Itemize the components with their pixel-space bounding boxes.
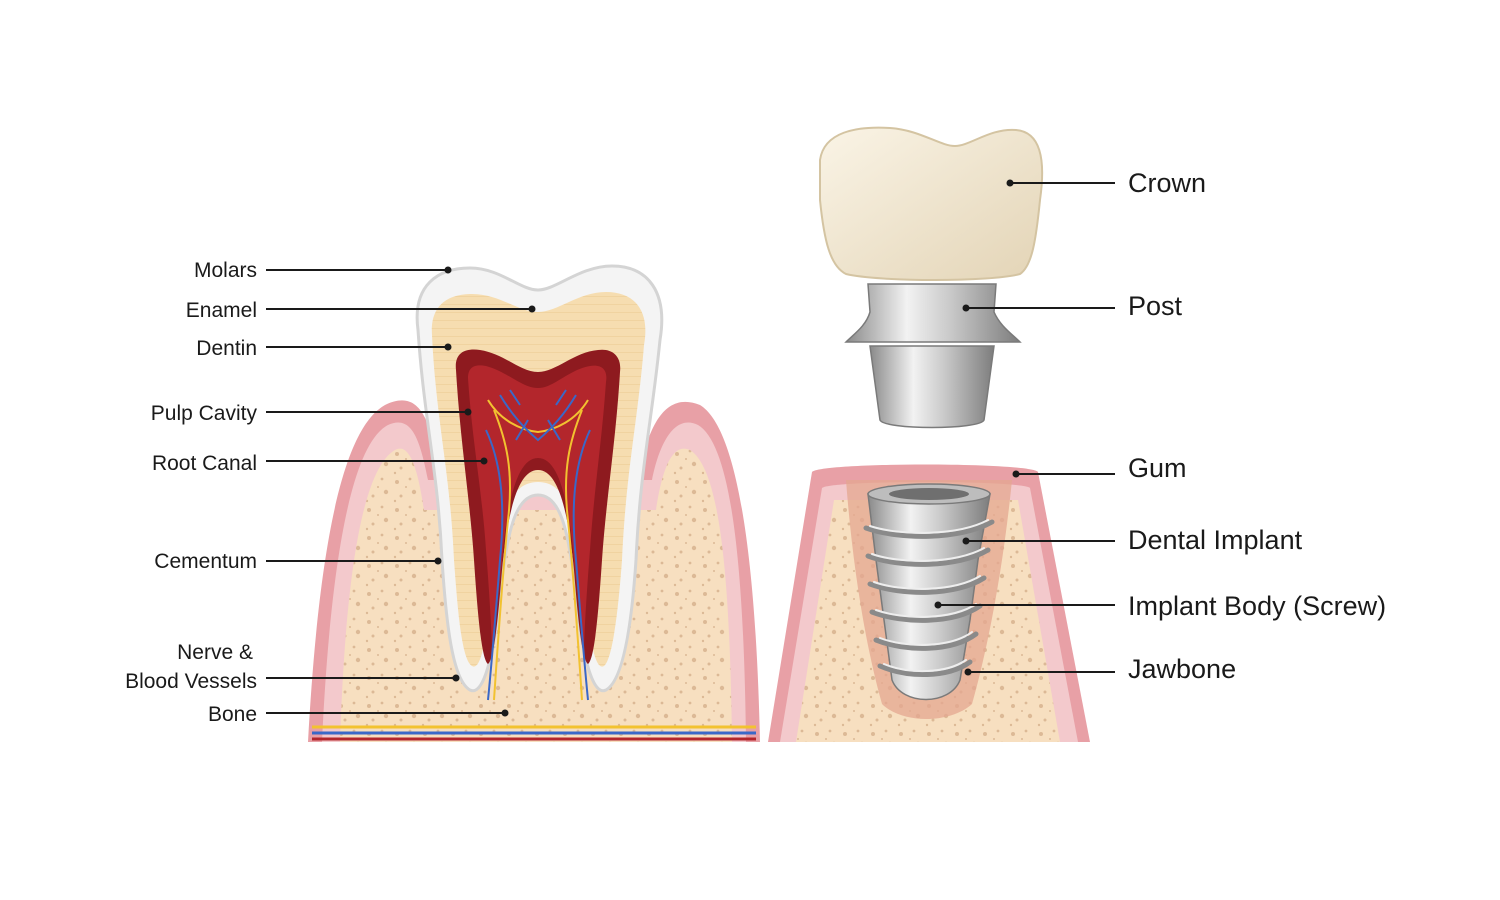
dental-implant-leader-dot <box>962 537 970 545</box>
label-enamel: Enamel <box>186 299 257 322</box>
implant-labels: Crown Post Gum Dental Implant Implant Bo… <box>1128 168 1386 684</box>
label-gum: Gum <box>1128 453 1187 483</box>
root-canal-leader-dot <box>480 457 488 465</box>
implant-illustration <box>768 126 1090 742</box>
label-bone: Bone <box>208 703 257 726</box>
cementum-leader-dot <box>434 557 442 565</box>
tooth-leader-lines <box>266 266 536 717</box>
crown-leader-dot <box>1006 179 1014 187</box>
implant-crown <box>819 126 1044 281</box>
natural-tooth-illustration <box>308 264 760 742</box>
label-dental-implant: Dental Implant <box>1128 525 1303 555</box>
implant-screw-thread-highlights <box>869 519 989 672</box>
tooth-nerves <box>485 389 591 701</box>
implant-screw-threads <box>863 519 995 677</box>
implant-screw-hole <box>889 488 969 500</box>
post-leader-dot <box>962 304 970 312</box>
implant-post <box>844 283 1022 343</box>
dentin-leader-dot <box>444 343 452 351</box>
gum-leader-dot <box>1012 470 1020 478</box>
implant-leader-lines <box>934 179 1115 676</box>
label-molars: Molars <box>194 259 257 282</box>
label-post: Post <box>1128 291 1183 321</box>
label-implant-body: Implant Body (Screw) <box>1128 591 1386 621</box>
label-cementum: Cementum <box>154 550 257 573</box>
label-nerve-line1: Nerve & <box>177 641 253 664</box>
nerve-blood-vessels-leader-dot <box>452 674 460 682</box>
molars-leader-dot <box>444 266 452 274</box>
bone-leader-dot <box>501 709 509 717</box>
tooth-labels: Molars Enamel Dentin Pulp Cavity Root Ca… <box>125 259 257 726</box>
implant-post-lower <box>869 345 995 429</box>
label-root-canal: Root Canal <box>152 452 257 475</box>
label-crown: Crown <box>1128 168 1206 198</box>
jawbone-leader-dot <box>964 668 972 676</box>
enamel-leader-dot <box>528 305 536 313</box>
label-dentin: Dentin <box>196 337 257 360</box>
pulp-cavity-leader-dot <box>464 408 472 416</box>
label-pulp-cavity: Pulp Cavity <box>151 402 258 425</box>
implant-body-leader-dot <box>934 601 942 609</box>
label-nerve-line2: Blood Vessels <box>125 670 257 693</box>
label-jawbone: Jawbone <box>1128 654 1236 684</box>
